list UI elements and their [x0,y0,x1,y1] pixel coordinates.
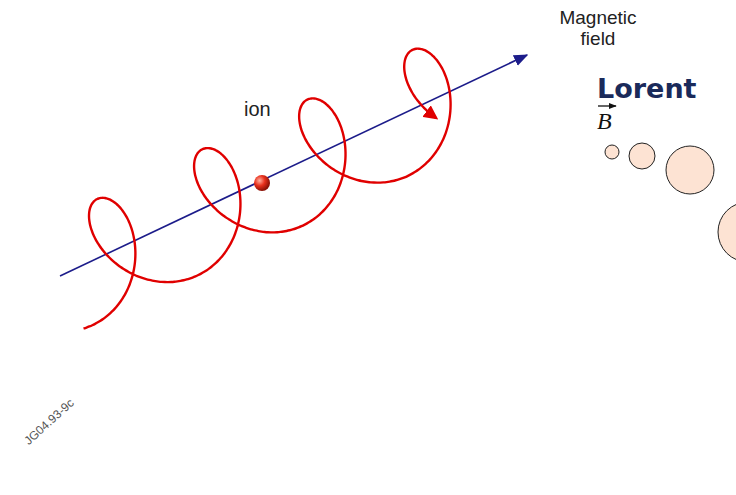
field-label: Magnetic field [548,8,648,50]
vector-arrow [598,105,616,106]
title-fragment: Lorent [597,74,697,104]
vector-symbol: B [597,108,612,134]
helix-group [84,49,451,329]
bubble-circle [629,143,655,169]
bubble-circle [605,145,619,159]
watermark: JG04.93-9c [22,396,77,447]
field-line [60,55,527,276]
helix-path [84,49,451,329]
bubble-circle [718,202,736,262]
bubble-circle [666,146,714,194]
ion-sphere [254,175,270,191]
ion-label: ion [244,98,271,120]
